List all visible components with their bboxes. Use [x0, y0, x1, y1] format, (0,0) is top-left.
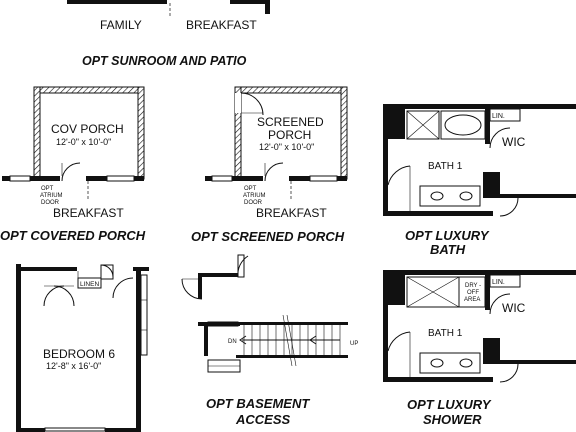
cov-porch-door-note-1: OPT: [41, 186, 54, 192]
top-strip: FAMILY BREAKFAST: [67, 0, 270, 32]
sunroom-heading: OPT SUNROOM AND PATIO: [82, 54, 247, 68]
shower-dryoff-label-3: AREA: [464, 297, 480, 303]
basement-dn-label: DN: [228, 339, 237, 345]
screened-porch-breakfast: BREAKFAST: [256, 206, 327, 220]
screened-porch-plan: SCREENED PORCH 12'-0" x 10'-0" OPT ATRIU…: [191, 86, 348, 244]
bath-lin-label: LIN.: [492, 113, 505, 120]
screened-porch-name-2: PORCH: [268, 128, 311, 142]
bedroom-dims: 12'-8" x 16'-0": [46, 361, 101, 371]
screened-porch-door-note-2: ATRIUM: [243, 193, 266, 199]
basement-access-plan: DN UP OPT BASEMENT ACCESS: [181, 254, 358, 427]
luxury-shower-caption-1: OPT LUXURY: [407, 397, 492, 412]
luxury-bath-caption-2: BATH: [430, 242, 466, 257]
shower-dryoff-label-2: OFF: [467, 290, 479, 296]
cov-porch-dims: 12'-0" x 10'-0": [56, 137, 111, 147]
shower-lin-label: LIN.: [492, 279, 505, 286]
screened-porch-caption: OPT SCREENED PORCH: [191, 229, 345, 244]
screened-porch-dims: 12'-0" x 10'-0": [259, 142, 314, 152]
top-breakfast-label: BREAKFAST: [186, 18, 257, 32]
basement-caption-1: OPT BASEMENT: [206, 396, 310, 411]
screened-porch-door-note-1: OPT: [244, 186, 257, 192]
screened-porch-name-1: SCREENED: [257, 115, 324, 129]
covered-porch-plan: COV PORCH 12'-0" x 10'-0" OPT ATRIUM DOO…: [0, 86, 146, 243]
basement-up-label: UP: [350, 341, 358, 347]
bath-room-label: BATH 1: [428, 161, 463, 172]
bedroom-linen-label: LINEN: [80, 281, 99, 288]
shower-bath-label: BATH 1: [428, 328, 463, 339]
cov-porch-door-note-3: DOOR: [41, 200, 60, 206]
bath-wic-label: WIC: [502, 135, 526, 149]
top-family-label: FAMILY: [100, 18, 142, 32]
cov-porch-door-note-2: ATRIUM: [40, 193, 63, 199]
cov-porch-caption: OPT COVERED PORCH: [0, 228, 146, 243]
bedroom-plan: LINEN BEDROOM 6 12'-8" x 16'-0": [16, 264, 149, 432]
shower-dryoff-label-1: DRY -: [465, 283, 481, 289]
screened-porch-door-note-3: DOOR: [244, 200, 263, 206]
cov-porch-name: COV PORCH: [51, 122, 124, 136]
luxury-shower-plan: DRY - OFF AREA LIN. WIC BATH 1 OPT LUXUR…: [383, 270, 576, 427]
cov-porch-breakfast: BREAKFAST: [53, 206, 124, 220]
luxury-shower-caption-2: SHOWER: [423, 412, 482, 427]
basement-caption-2: ACCESS: [235, 412, 291, 427]
bedroom-name: BEDROOM 6: [43, 347, 115, 361]
shower-wic-label: WIC: [502, 301, 526, 315]
luxury-bath-caption-1: OPT LUXURY: [405, 228, 490, 243]
luxury-bath-plan: LIN. WIC BATH 1 OPT LUXURY BATH: [383, 104, 576, 257]
